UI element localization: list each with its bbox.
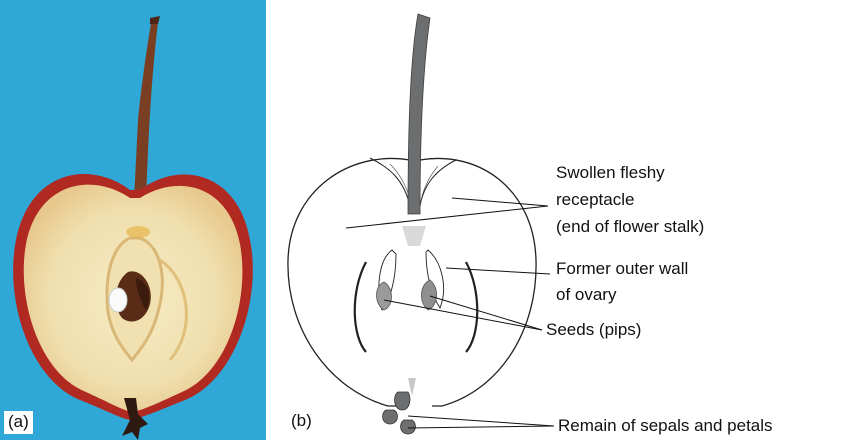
label-ovary-wall-line-2: of ovary: [556, 284, 616, 306]
apple-diagram: Swollen fleshy receptacle (end of flower…: [270, 0, 842, 442]
leader-lines: [346, 198, 554, 428]
apple-photo: (a): [0, 0, 266, 440]
ovary-wall-left: [355, 262, 366, 352]
label-ovary-wall-line-1: Former outer wall: [556, 258, 688, 280]
label-receptacle-line-3: (end of flower stalk): [556, 216, 704, 238]
label-sepals-petals: Remain of sepals and petals: [558, 415, 773, 437]
panel-label-a: (a): [4, 411, 33, 434]
label-seeds: Seeds (pips): [546, 319, 641, 341]
seed-left-icon: [377, 282, 392, 310]
label-receptacle-line-2: receptacle: [556, 189, 634, 211]
seed-right-icon: [421, 280, 436, 310]
panel-label-b: (b): [291, 411, 312, 431]
label-receptacle-line-1: Swollen fleshy: [556, 162, 665, 184]
apple-photo-illustration: [0, 0, 266, 440]
